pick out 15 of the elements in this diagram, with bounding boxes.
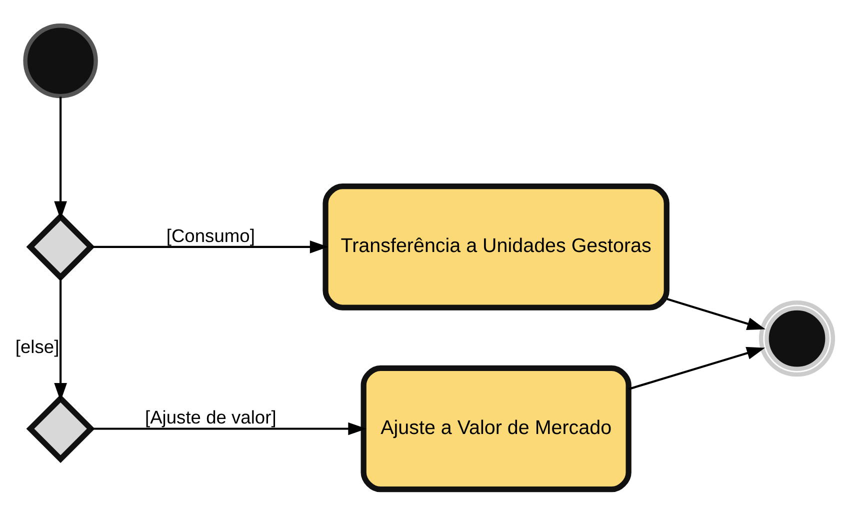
node-box: Transferência a Unidades Gestoras <box>322 184 670 310</box>
edge-label: [else] <box>15 336 60 358</box>
arrow <box>54 278 67 402</box>
arrow <box>54 96 67 220</box>
node-box: Ajuste a Valor de Mercado <box>360 365 632 492</box>
arrow <box>91 240 328 254</box>
node-circle <box>23 24 98 98</box>
node-circle <box>758 300 836 377</box>
node-diamond <box>26 394 95 464</box>
node-diamond <box>26 212 95 282</box>
arrow <box>628 346 766 390</box>
edge-label: [Ajuste de valor] <box>145 406 276 428</box>
arrow <box>666 298 766 330</box>
edge-label: [Consumo] <box>166 224 255 246</box>
arrow <box>91 422 367 436</box>
